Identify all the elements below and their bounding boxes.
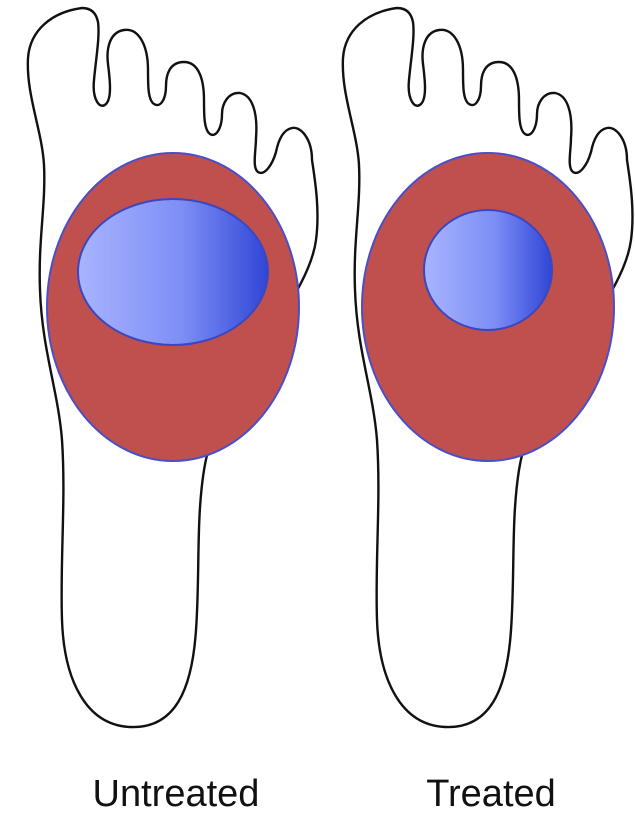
- treated-label: Treated: [351, 772, 631, 816]
- inner-zone-right: [424, 210, 552, 330]
- untreated-label: Untreated: [36, 772, 316, 816]
- treated-foot: [343, 8, 633, 727]
- inner-zone-left: [78, 199, 268, 345]
- untreated-foot: [28, 8, 318, 727]
